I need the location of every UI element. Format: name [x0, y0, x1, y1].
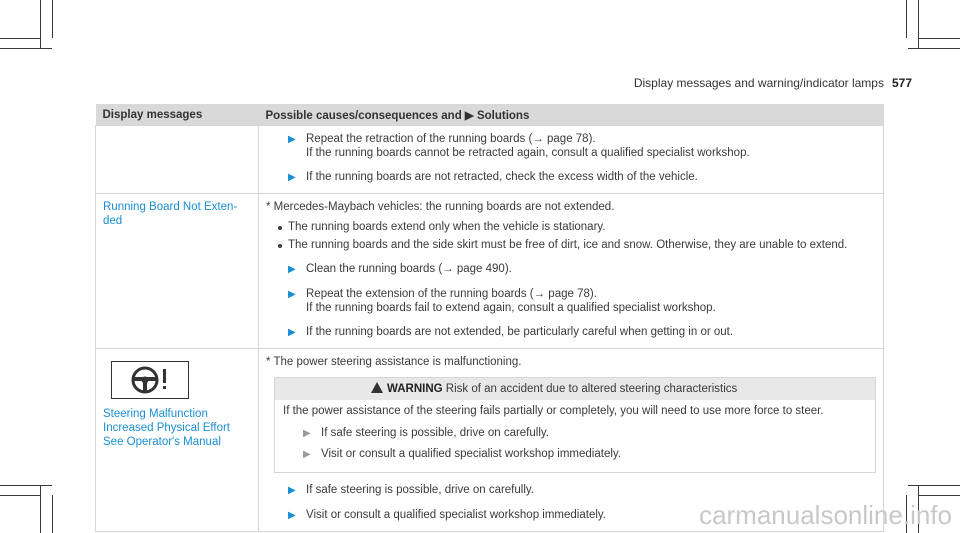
solution-cell: * Mercedes-Maybach vehicles: the running…	[258, 193, 884, 349]
table-row: Steering Malfunction Increased Physical …	[95, 348, 884, 532]
cause-note: * Mercedes-Maybach vehicles: the running…	[266, 201, 615, 213]
crop-mark	[908, 48, 960, 49]
step-text: Clean the running boards (→ page 490).	[306, 263, 512, 275]
crop-mark	[918, 0, 919, 48]
running-header: Display messages and warning/indicator l…	[634, 76, 912, 90]
cause-note: * The power steering assistance is malfu…	[266, 356, 522, 368]
arrow-right-icon: ▶	[288, 289, 296, 300]
step-text: If the running boards cannot be retracte…	[306, 147, 750, 159]
crop-mark	[52, 0, 53, 38]
steering-wheel-warning-icon	[111, 361, 189, 399]
arrow-right-icon: ▶	[288, 172, 296, 183]
warning-header: WARNING Risk of an accident due to alter…	[275, 378, 875, 400]
step-text: If the running boards are not extended, …	[306, 326, 734, 338]
arrow-right-icon: ▶	[288, 134, 296, 145]
step-text: If the running boards fail to extend aga…	[306, 302, 716, 314]
display-messages-table: Display messages Possible causes/consequ…	[95, 104, 884, 532]
solution-step: ▶ Repeat the extension of the running bo…	[288, 287, 876, 315]
display-message-running-board: Running Board Not Exten-ded	[103, 201, 238, 227]
crop-mark	[918, 38, 960, 39]
crop-mark	[918, 495, 960, 496]
warning-step: ▶ Visit or consult a qualified specialis…	[303, 447, 867, 462]
solution-cell: * The power steering assistance is malfu…	[258, 348, 884, 532]
arrow-right-icon: ▶	[303, 428, 311, 439]
crop-mark	[52, 495, 53, 533]
crop-mark	[40, 0, 41, 48]
crop-mark	[908, 485, 960, 486]
column-header-causes: Possible causes/consequences and ▶ Solut…	[258, 104, 884, 126]
table-row: ▶ Repeat the retraction of the running b…	[95, 125, 884, 194]
list-item: The running boards and the side skirt mu…	[276, 238, 876, 252]
solution-step: ▶ If the running boards are not retracte…	[288, 170, 876, 185]
arrow-right-icon: ▶	[288, 264, 296, 275]
warning-triangle-icon	[371, 382, 383, 393]
step-text: Repeat the retraction of the running boa…	[306, 133, 596, 145]
step-text: If safe steering is possible, drive on c…	[306, 484, 534, 496]
arrow-right-icon: ▶	[288, 327, 296, 338]
message-cell	[95, 125, 259, 194]
crop-mark	[0, 485, 52, 486]
crop-mark	[0, 38, 40, 39]
solution-step: ▶ If the running boards are not extended…	[288, 325, 876, 340]
display-message-steering-l2: Increased Physical Effort	[103, 422, 230, 434]
warning-text: If the power assistance of the steering …	[283, 405, 824, 417]
column-header-messages: Display messages	[95, 104, 259, 126]
warning-label: WARNING	[387, 383, 443, 395]
solution-step: ▶ Visit or consult a qualified specialis…	[288, 508, 876, 523]
crop-mark	[0, 495, 40, 496]
step-text: Visit or consult a qualified specialist …	[306, 509, 606, 521]
warning-step: ▶ If safe steering is possible, drive on…	[303, 426, 867, 441]
warning-title: Risk of an accident due to altered steer…	[445, 383, 738, 395]
display-message-steering-l1: Steering Malfunction	[103, 408, 208, 420]
watermark: carmanualsonline.info	[699, 500, 952, 530]
table-row: Running Board Not Exten-ded * Mercedes-M…	[95, 193, 884, 349]
crop-mark	[906, 0, 907, 38]
header-title: Display messages and warning/indicator l…	[633, 76, 884, 90]
crop-mark	[918, 485, 919, 533]
step-text: If the running boards are not retracted,…	[306, 171, 698, 183]
crop-mark	[906, 495, 907, 533]
step-text: Repeat the extension of the running boar…	[306, 288, 597, 300]
crop-mark	[0, 48, 52, 49]
list-item: The running boards extend only when the …	[276, 220, 876, 234]
message-cell: Running Board Not Exten-ded	[95, 193, 259, 349]
message-cell: Steering Malfunction Increased Physical …	[95, 348, 259, 532]
solution-step: ▶ If safe steering is possible, drive on…	[288, 483, 876, 498]
step-text: If safe steering is possible, drive on c…	[321, 427, 549, 439]
crop-mark	[40, 485, 41, 533]
step-text: Visit or consult a qualified specialist …	[321, 448, 621, 460]
warning-box: WARNING Risk of an accident due to alter…	[274, 377, 876, 473]
bullet-list: The running boards extend only when the …	[276, 220, 876, 252]
display-message-steering-l3: See Operator's Manual	[103, 436, 221, 448]
solution-step: ▶ Repeat the retraction of the running b…	[288, 132, 876, 160]
page-number: 577	[891, 76, 912, 90]
warning-body: If the power assistance of the steering …	[275, 400, 875, 472]
arrow-right-icon: ▶	[303, 449, 311, 460]
arrow-right-icon: ▶	[288, 510, 296, 521]
arrow-right-icon: ▶	[288, 485, 296, 496]
solution-cell: ▶ Repeat the retraction of the running b…	[258, 125, 884, 194]
table-header-row: Display messages Possible causes/consequ…	[95, 104, 884, 126]
solution-step: ▶ Clean the running boards (→ page 490).	[288, 262, 876, 277]
